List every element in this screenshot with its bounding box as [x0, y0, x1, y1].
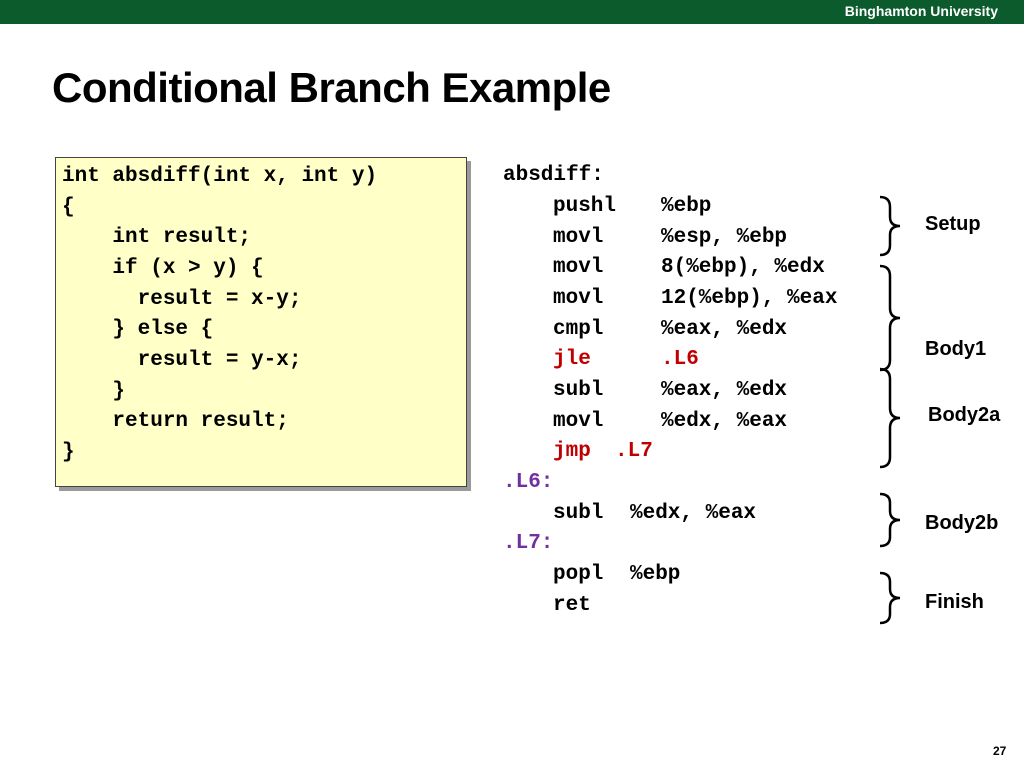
slide-title: Conditional Branch Example — [52, 64, 611, 111]
c-code-line: { — [62, 196, 75, 219]
asm-args: %esp, %ebp — [661, 226, 788, 249]
c-code-line: result = x-y; — [62, 288, 302, 311]
c-code-line: int absdiff(int x, int y) — [62, 165, 378, 188]
asm-op: subl — [553, 379, 604, 402]
c-code-line: return result; — [62, 410, 289, 433]
asm-op: pushl — [553, 195, 617, 218]
section-label-setup: Setup — [925, 213, 981, 235]
asm-args: %eax, %edx — [661, 379, 788, 402]
asm-label-l7: .L7: — [503, 532, 554, 555]
brace-icon-body2a — [879, 367, 901, 469]
asm-args: %ebp — [630, 563, 681, 586]
header-bar: Binghamton University — [0, 0, 1024, 24]
c-code-line: if (x > y) { — [62, 257, 264, 280]
c-code-line: int result; — [62, 226, 252, 249]
asm-args: 12(%ebp), %eax — [661, 287, 838, 310]
asm-op-jmp: jmp — [553, 440, 591, 463]
asm-function-label: absdiff: — [503, 164, 604, 187]
asm-op: subl — [553, 502, 604, 525]
asm-op: cmpl — [553, 318, 604, 341]
asm-args: %eax, %edx — [661, 318, 788, 341]
c-code-line: } — [62, 441, 75, 464]
section-label-finish: Finish — [925, 591, 984, 613]
section-label-body2a: Body2a — [928, 404, 1001, 426]
section-label-body2b: Body2b — [925, 512, 999, 534]
brace-icon-setup — [879, 195, 901, 257]
asm-op: movl — [553, 256, 604, 279]
asm-op: ret — [553, 594, 591, 617]
asm-op: movl — [553, 226, 604, 249]
asm-args-jmp: .L7 — [615, 440, 653, 463]
brace-icon-body2b — [879, 492, 901, 548]
asm-op-jle: jle — [553, 348, 591, 371]
page-number: 27 — [993, 744, 1007, 758]
c-code-line: result = y-x; — [62, 349, 302, 372]
asm-op: movl — [553, 410, 604, 433]
section-label-body1: Body1 — [925, 338, 987, 360]
c-code-line: } else { — [62, 318, 214, 341]
c-code-line: } — [62, 380, 126, 403]
brace-icon-finish — [879, 571, 901, 625]
asm-args: 8(%ebp), %edx — [661, 256, 825, 279]
asm-args: %edx, %eax — [630, 502, 757, 525]
asm-args: %ebp — [661, 195, 712, 218]
asm-op: popl — [553, 563, 604, 586]
asm-args-jle: .L6 — [661, 348, 699, 371]
university-name: Binghamton University — [844, 3, 998, 19]
asm-args: %edx, %eax — [661, 410, 788, 433]
brace-icon-body1 — [879, 264, 901, 372]
asm-op: movl — [553, 287, 604, 310]
c-code-box: int absdiff(int x, int y) { int result; … — [55, 157, 467, 487]
asm-label-l6: .L6: — [503, 471, 554, 494]
